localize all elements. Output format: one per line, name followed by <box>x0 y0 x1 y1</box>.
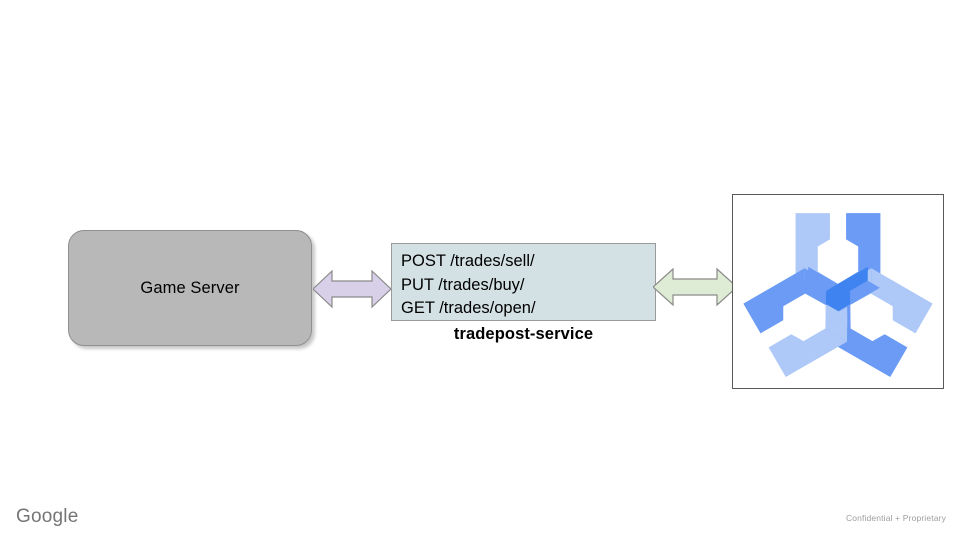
endpoint-put: PUT /trades/buy/ <box>401 275 525 294</box>
endpoint-post: POST /trades/sell/ <box>401 252 535 270</box>
game-server-label: Game Server <box>140 278 240 297</box>
tradepost-service-box[interactable]: POST /trades/sell/ PUT /trades/buy/ GET … <box>391 243 656 321</box>
connector-game-server-to-service <box>313 266 391 312</box>
google-wordmark: Google <box>16 506 79 527</box>
tradepost-service-caption: tradepost-service <box>453 325 594 343</box>
agones-logo-frame <box>732 194 944 389</box>
endpoint-get: GET /trades/open/ <box>401 299 536 317</box>
game-server-node[interactable]: Game Server <box>68 230 312 346</box>
confidentiality-note: Confidential + Proprietary <box>845 513 946 523</box>
connector-service-to-agones <box>653 264 737 310</box>
bidirectional-arrow-icon <box>653 267 737 307</box>
bidirectional-arrow-icon <box>313 269 391 309</box>
agones-logo-icon <box>743 213 933 378</box>
